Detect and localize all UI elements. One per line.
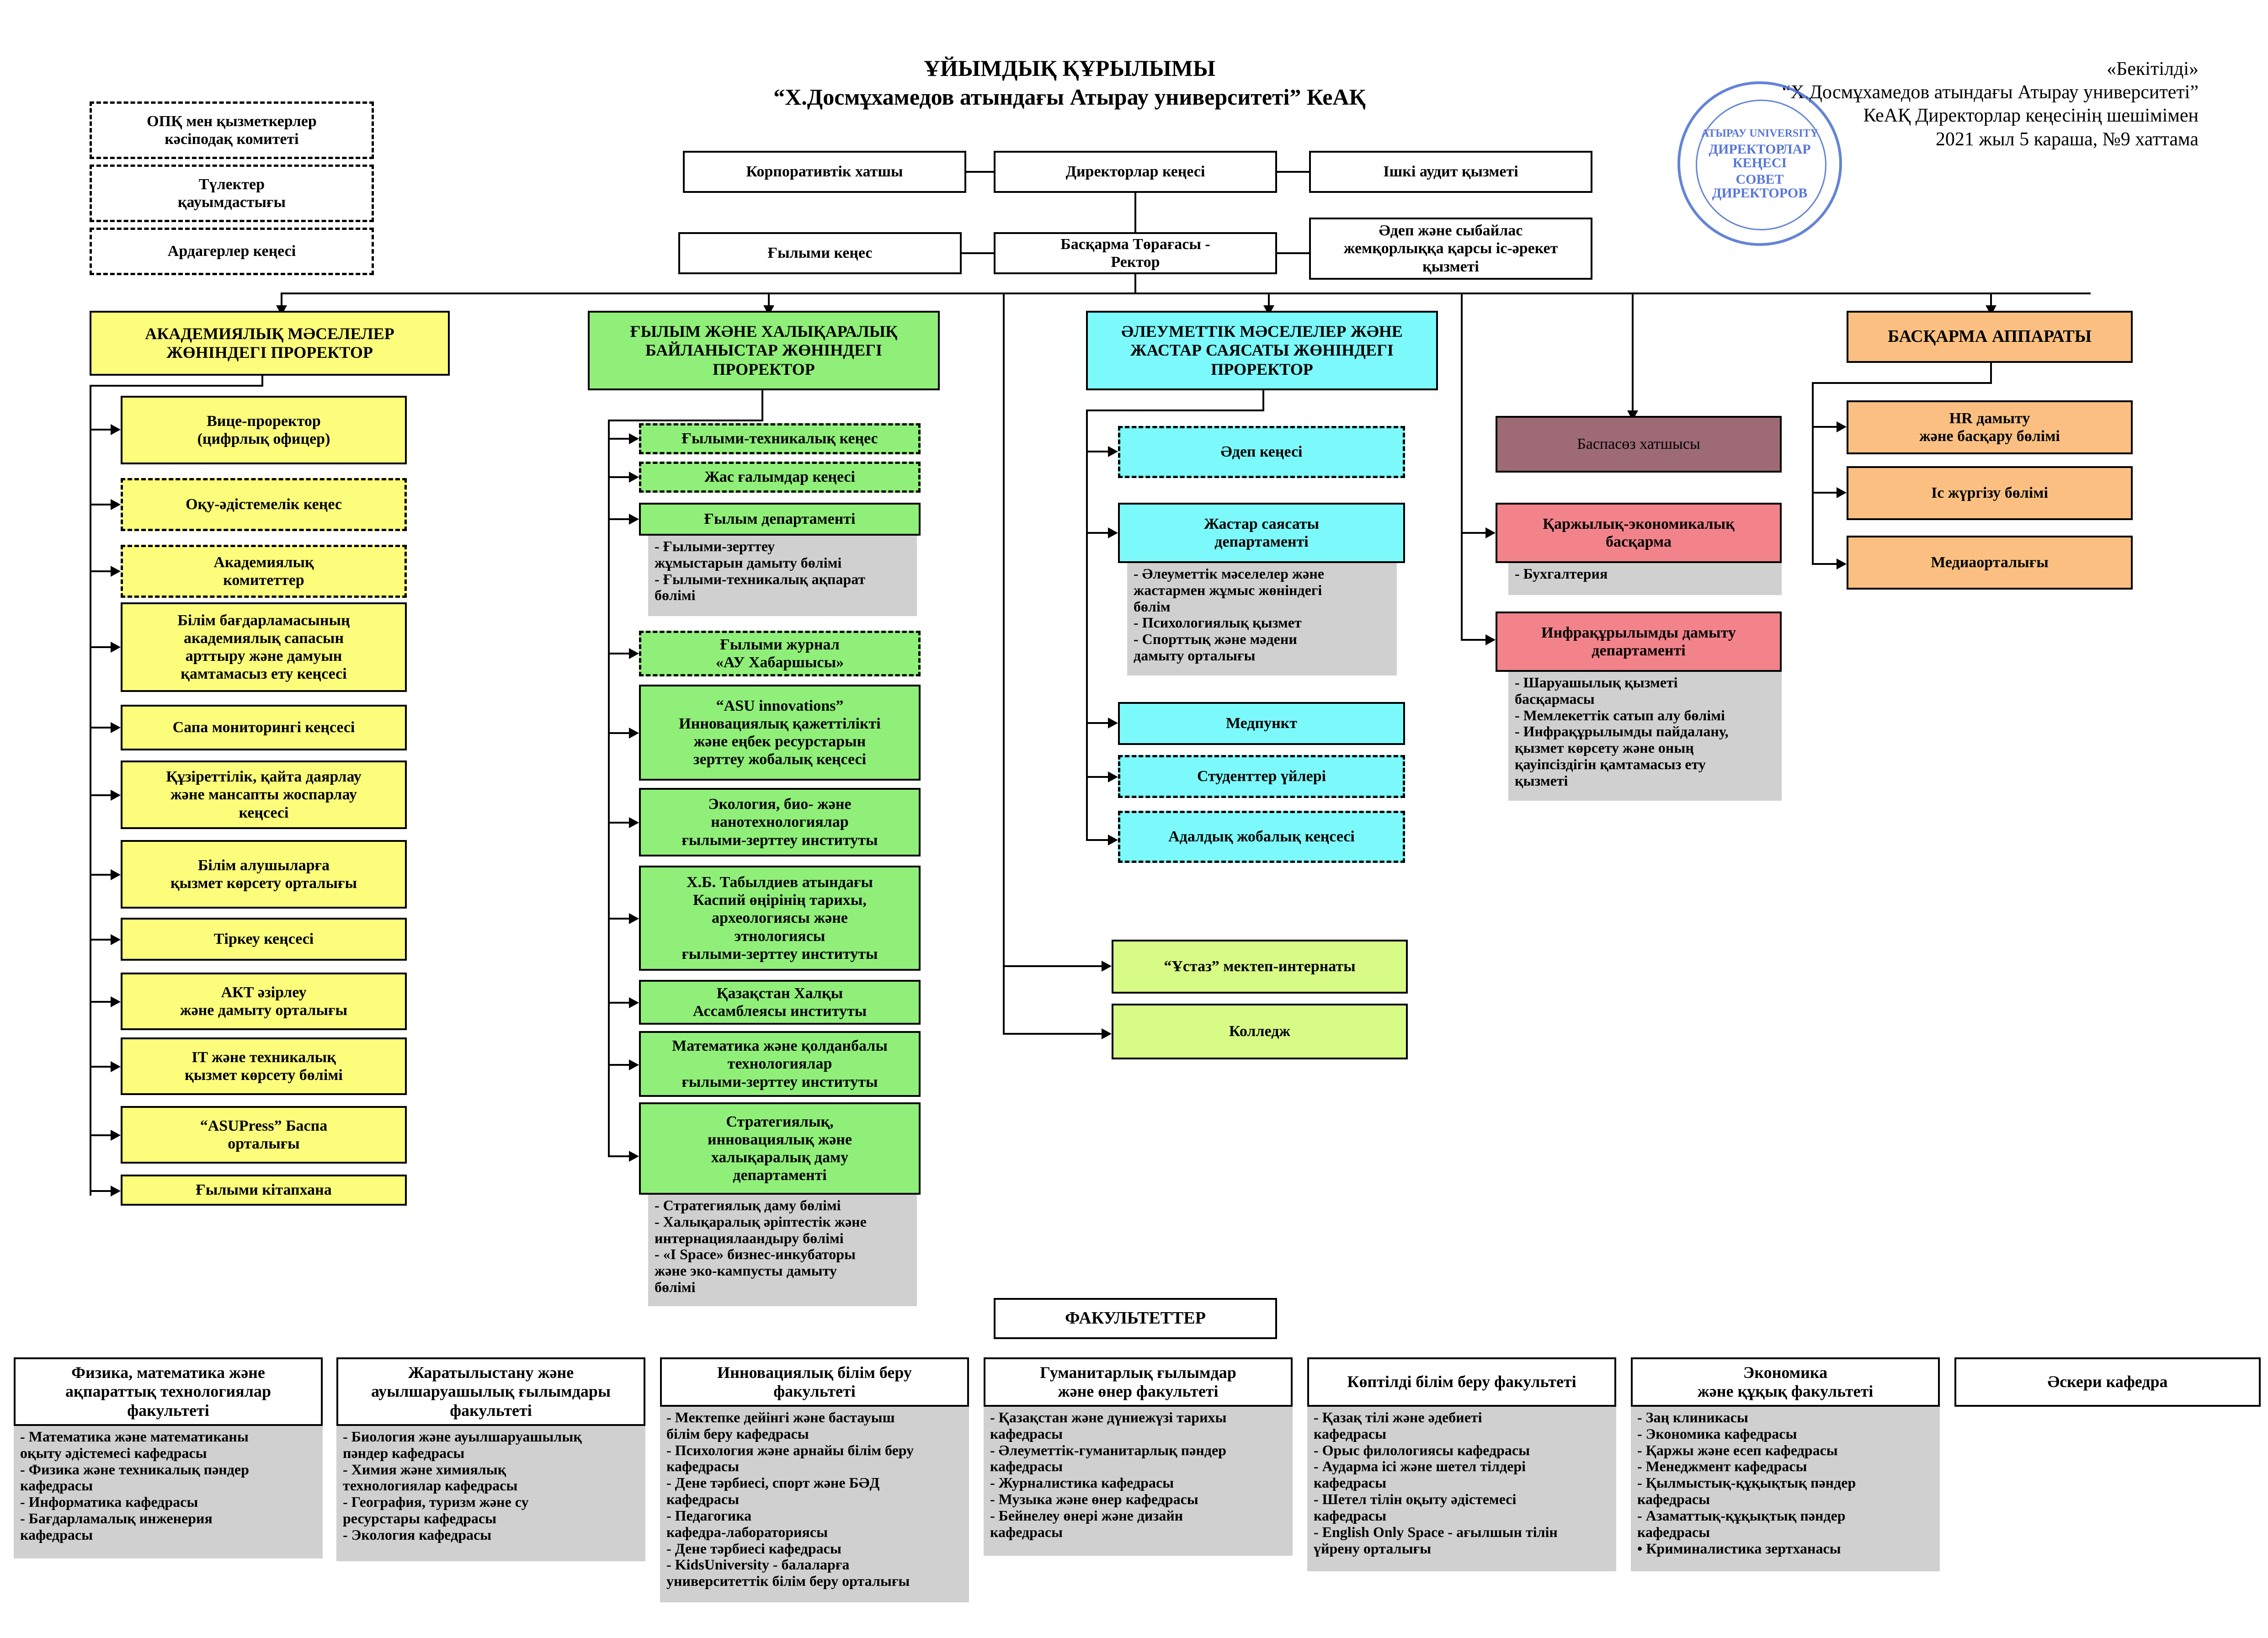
career-planning-office: Құзіреттілік, қайта даярлау және мансапт… xyxy=(121,760,407,829)
asupress-center: “ASUPress” Баспа орталығы xyxy=(121,1106,407,1164)
internal-audit: Ішкі аудит қызметі xyxy=(1309,151,1592,193)
corporate-secretary: Корпоративтік хатшы xyxy=(683,151,966,193)
trade-union-committee: ОПҚ мен қызметкерлер кәсіподақ комитеті xyxy=(90,101,374,159)
hr-department: HR дамыту және басқару бөлімі xyxy=(1847,400,2133,454)
academic-vice-rector: АКАДЕМИЯЛЫҚ МӘСЕЛЕЛЕР ЖӨНІНДЕГІ ПРОРЕКТО… xyxy=(90,311,450,376)
medical-point: Медпункт xyxy=(1118,702,1405,745)
scientific-council: Ғылыми кеңес xyxy=(678,232,962,274)
science-department-subunits: - Ғылыми-зерттеу жұмыстарын дамыту бөлім… xyxy=(648,536,917,616)
science-vice-rector: ҒЫЛЫМ ЖӘНЕ ХАЛЫҚАРАЛЫҚ БАЙЛАНЫСТАР ЖӨНІН… xyxy=(588,311,940,390)
ecology-institute: Экология, био- және нанотехнологиялар ғы… xyxy=(639,788,921,856)
records-department: Іс жүргізу бөлімі xyxy=(1847,466,2133,520)
ethics-council: Әдеп кеңесі xyxy=(1118,426,1405,478)
faculty-natural-sciences-departments: - Биология және ауылшаруашылық пәндер ка… xyxy=(336,1426,645,1561)
vice-rector-digital: Вице-проректор (цифрлық офицер) xyxy=(121,396,407,464)
assembly-institute: Қазақстан Халқы Ассамблеясы институты xyxy=(639,980,921,1025)
math-applied-tech-institute: Математика және қолданбалы технологиялар… xyxy=(639,1031,921,1097)
faculties-heading: ФАКУЛЬТЕТТЕР xyxy=(994,1298,1277,1339)
faculty-economics-law-departments: - Заң клиникасы - Экономика кафедрасы - … xyxy=(1631,1407,1940,1571)
finance-economic-administration: Қаржылық-экономикалық басқарма xyxy=(1496,503,1782,563)
chairman-rector: Басқарма Төрағасы - Ректор xyxy=(994,232,1277,274)
college: Колледж xyxy=(1112,1004,1408,1059)
caspian-history-institute: Х.Б. Табылдиев атындағы Каспий өңірінің … xyxy=(639,866,921,971)
faculty-multilingual-education-departments: - Қазақ тілі және әдебиеті кафедрасы - О… xyxy=(1307,1407,1616,1571)
veterans-council: Ардагерлер кеңесі xyxy=(90,228,374,275)
methodical-council: Оқу-әдістемелік кеңес xyxy=(121,478,407,531)
press-secretary: Баспасөз хатшысы xyxy=(1496,416,1782,473)
young-scientists-council: Жас ғалымдар кеңесі xyxy=(639,462,921,493)
finance-subunits: - Бухгалтерия xyxy=(1508,563,1782,595)
faculty-humanities-arts-departments: - Қазақстан және дүниежүзі тарихы кафедр… xyxy=(984,1407,1293,1556)
infrastructure-subunits: - Шаруашылық қызметі басқармасы - Мемлек… xyxy=(1508,672,1782,801)
stamp-middle-text: ДИРЕКТОРЛАР КЕҢЕСІ xyxy=(1709,141,1811,170)
stamp-bottom-text: СОВЕТ ДИРЕКТОРОВ xyxy=(1712,171,1808,201)
faculty-physics-math-it: Физика, математика және ақпараттық техно… xyxy=(14,1357,323,1426)
ustaz-school: “Ұстаз” мектеп-интернаты xyxy=(1112,940,1408,994)
strategy-department-subunits: - Стратегиялық даму бөлімі - Халықаралық… xyxy=(648,1195,917,1306)
science-department: Ғылым департаменті xyxy=(639,503,921,536)
faculty-physics-math-it-departments: - Математика және математиканы оқыту әді… xyxy=(14,1426,323,1558)
alumni-association: Түлектер қауымдастығы xyxy=(90,165,374,222)
stamp-top-text: АТЫРАУ UNIVERSITY xyxy=(1701,127,1818,139)
social-vice-rector: ӘЛЕУМЕТТІК МӘСЕЛЕЛЕР ЖӘНЕ ЖАСТАР САЯСАТЫ… xyxy=(1086,311,1438,390)
academic-committees: Академиялық комитеттер xyxy=(121,545,407,598)
registration-office: Тіркеу кеңсесі xyxy=(121,918,407,961)
faculty-innovative-education: Инновациялық білім беру факультеті xyxy=(660,1357,969,1407)
ict-development-center: АКТ әзірлеу және дамыту орталығы xyxy=(121,973,407,1030)
media-center: Медиаорталығы xyxy=(1847,536,2133,590)
military-department: Әскери кафедра xyxy=(1954,1357,2261,1407)
faculty-innovative-education-departments: - Мектепке дейінгі және бастауыш білім б… xyxy=(660,1407,969,1602)
approval-text: «Бекітілді» “Х.Досмұхамедов атындағы Аты… xyxy=(1782,58,2199,150)
student-services-center: Білім алушыларға қызмет көрсету орталығы xyxy=(121,840,407,909)
directors-board-stamp: АТЫРАУ UNIVERSITY ДИРЕКТОРЛАР КЕҢЕСІ СОВ… xyxy=(1677,81,1842,246)
it-technical-service: IT және техникалық қызмет көрсету бөлімі xyxy=(121,1037,407,1095)
strategy-department: Стратегиялық, инновациялық және халықара… xyxy=(639,1102,921,1195)
infrastructure-department: Инфрақұрылымды дамыту департаменті xyxy=(1496,612,1782,672)
youth-policy-department: Жастар саясаты департаменті xyxy=(1118,503,1405,563)
faculty-economics-law: Экономика және құқық факультеті xyxy=(1631,1357,1940,1407)
scientific-library: Ғылыми кітапхана xyxy=(121,1175,407,1206)
quality-monitoring-office: Сапа мониторингі кеңсесі xyxy=(121,705,407,750)
integrity-project-office: Адалдық жобалық кеңсесі xyxy=(1118,811,1405,863)
board-of-directors: Директорлар кеңесі xyxy=(994,151,1277,193)
quality-assurance-office: Білім бағдарламасының академиялық сапасы… xyxy=(121,602,407,692)
page-title: ҰЙЫМДЫҚ ҚҰРЫЛЫМЫ “Х.Досмұхамедов атындағ… xyxy=(773,55,1366,110)
youth-policy-subunits: - Әлеуметтік мәселелер және жастармен жұ… xyxy=(1127,563,1397,675)
scitech-council: Ғылыми-техникалық кеңес xyxy=(639,423,921,454)
asu-innovations-office: “ASU innovations” Инновациялық қажеттілі… xyxy=(639,685,921,781)
faculty-multilingual-education: Көптілді білім беру факультеті xyxy=(1307,1357,1616,1407)
faculty-natural-sciences: Жаратылыстану және ауылшаруашылық ғылымд… xyxy=(336,1357,645,1426)
scientific-journal: Ғылыми журнал «АУ Хабаршысы» xyxy=(639,631,921,676)
student-dormitories: Студенттер үйлері xyxy=(1118,755,1405,798)
management-apparatus: БАСҚАРМА АППАРАТЫ xyxy=(1847,311,2133,363)
faculty-humanities-arts: Гуманитарлық ғылымдар және өнер факульте… xyxy=(984,1357,1293,1407)
ethics-anticorruption-service: Әдеп және сыбайлас жемқорлыққа қарсы іс-… xyxy=(1309,218,1592,280)
